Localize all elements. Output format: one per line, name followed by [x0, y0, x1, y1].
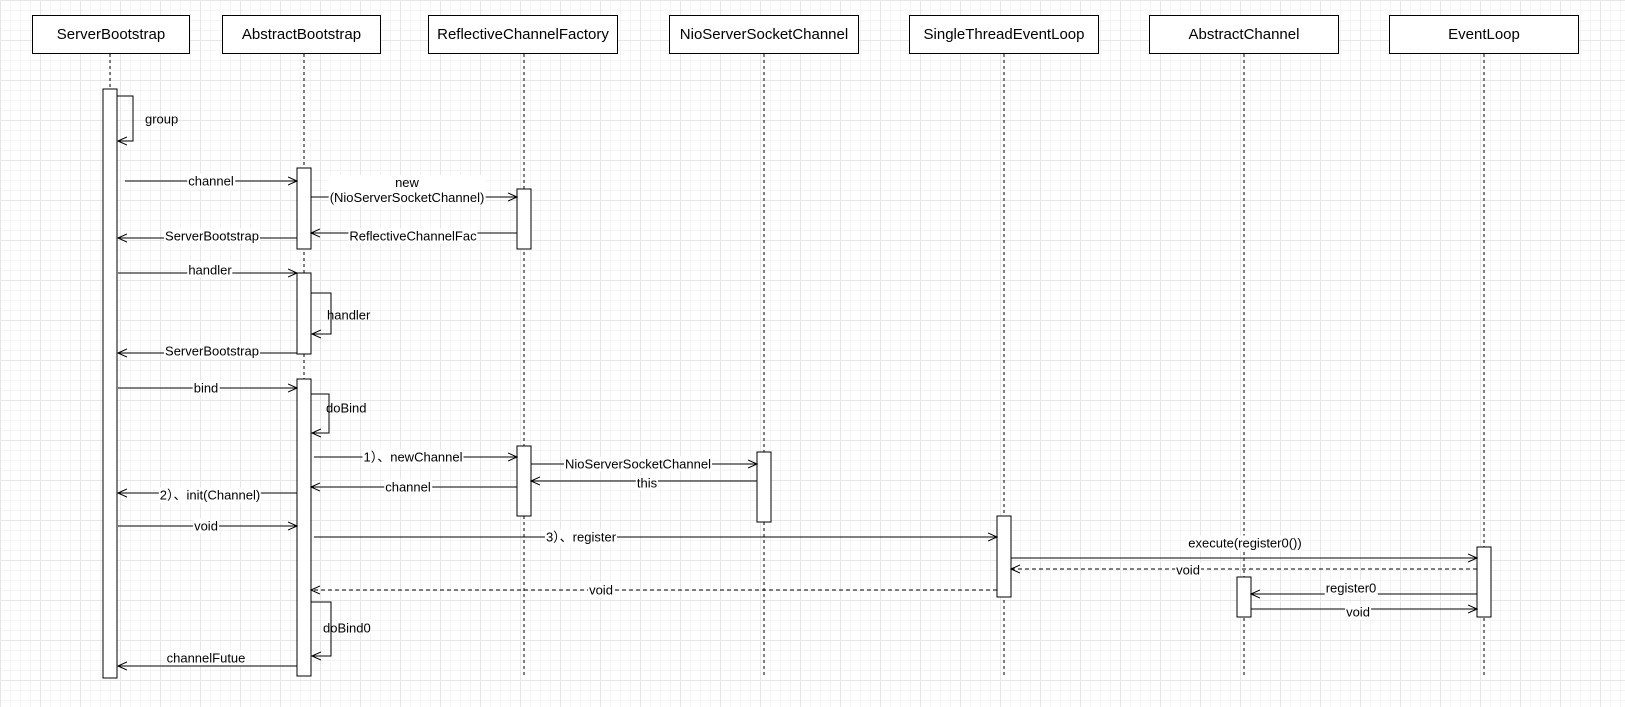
activation-abstractbootstrap-1 — [296, 167, 312, 250]
activation-reflectivechannelfactory-5 — [516, 445, 532, 517]
message-label-serverbootstrap: ServerBootstrap — [164, 343, 260, 359]
message-label-channel: channel — [384, 479, 432, 495]
message-label-handler: handler — [187, 262, 233, 278]
activation-abstractchannel-9 — [1236, 576, 1252, 618]
message-label-channelfutue: channelFutue — [165, 650, 247, 666]
message-label-register0: register0 — [1324, 580, 1378, 596]
message-label-3-register: 3）、register — [544, 529, 618, 545]
message-label-nioserversocketchannel: NioServerSocketChannel — [564, 456, 712, 472]
message-label-serverbootstrap: ServerBootstrap — [164, 228, 260, 244]
message-label-channel: channel — [187, 173, 235, 189]
message-label-handler: handler — [327, 307, 371, 323]
participant-nioserversocketchannel[interactable]: NioServerSocketChannel — [669, 15, 859, 54]
message-label-void: void — [1175, 562, 1201, 578]
message-label-dobind0: doBind0 — [323, 620, 371, 636]
message-label-group: group — [145, 111, 179, 127]
message-22-dobind0 — [311, 601, 332, 656]
message-label-this: this — [635, 475, 659, 491]
message-6-handler — [311, 292, 332, 334]
activation-serverbootstrap-0 — [102, 88, 118, 679]
participant-eventloop[interactable]: EventLoop — [1389, 15, 1579, 54]
activation-nioserversocketchannel-6 — [756, 451, 772, 523]
activation-reflectivechannelfactory-2 — [516, 188, 532, 250]
participant-serverbootstrap[interactable]: ServerBootstrap — [32, 15, 190, 54]
message-label-new-nioserversocketchannel: new (NioServerSocketChannel) — [328, 175, 486, 205]
participant-reflectivechannelfactory[interactable]: ReflectiveChannelFactory — [428, 15, 618, 54]
message-label-2-init-channel: 2）、init(Channel) — [158, 487, 262, 503]
activation-singlethreadeventloop-7 — [996, 515, 1012, 598]
activation-abstractbootstrap-3 — [296, 272, 312, 355]
message-label-void: void — [588, 582, 614, 598]
participant-singlethreadeventloop[interactable]: SingleThreadEventLoop — [909, 15, 1099, 54]
message-label-void: void — [193, 518, 219, 534]
activation-abstractbootstrap-4 — [296, 378, 312, 677]
message-label-execute-register0: execute(register0()) — [1187, 535, 1303, 551]
message-label-void: void — [1345, 604, 1371, 620]
participant-abstractchannel[interactable]: AbstractChannel — [1149, 15, 1339, 54]
message-label-dobind: doBind — [326, 400, 367, 416]
message-0-group — [117, 95, 134, 141]
message-label-1-newchannel: 1）、newChannel — [362, 449, 464, 465]
message-9-dobind — [311, 393, 330, 433]
participant-abstractbootstrap[interactable]: AbstractBootstrap — [222, 15, 381, 54]
message-label-reflectivechannelfac: ReflectiveChannelFac — [348, 228, 478, 244]
message-label-bind: bind — [192, 380, 220, 396]
activation-eventloop-8 — [1476, 546, 1492, 618]
